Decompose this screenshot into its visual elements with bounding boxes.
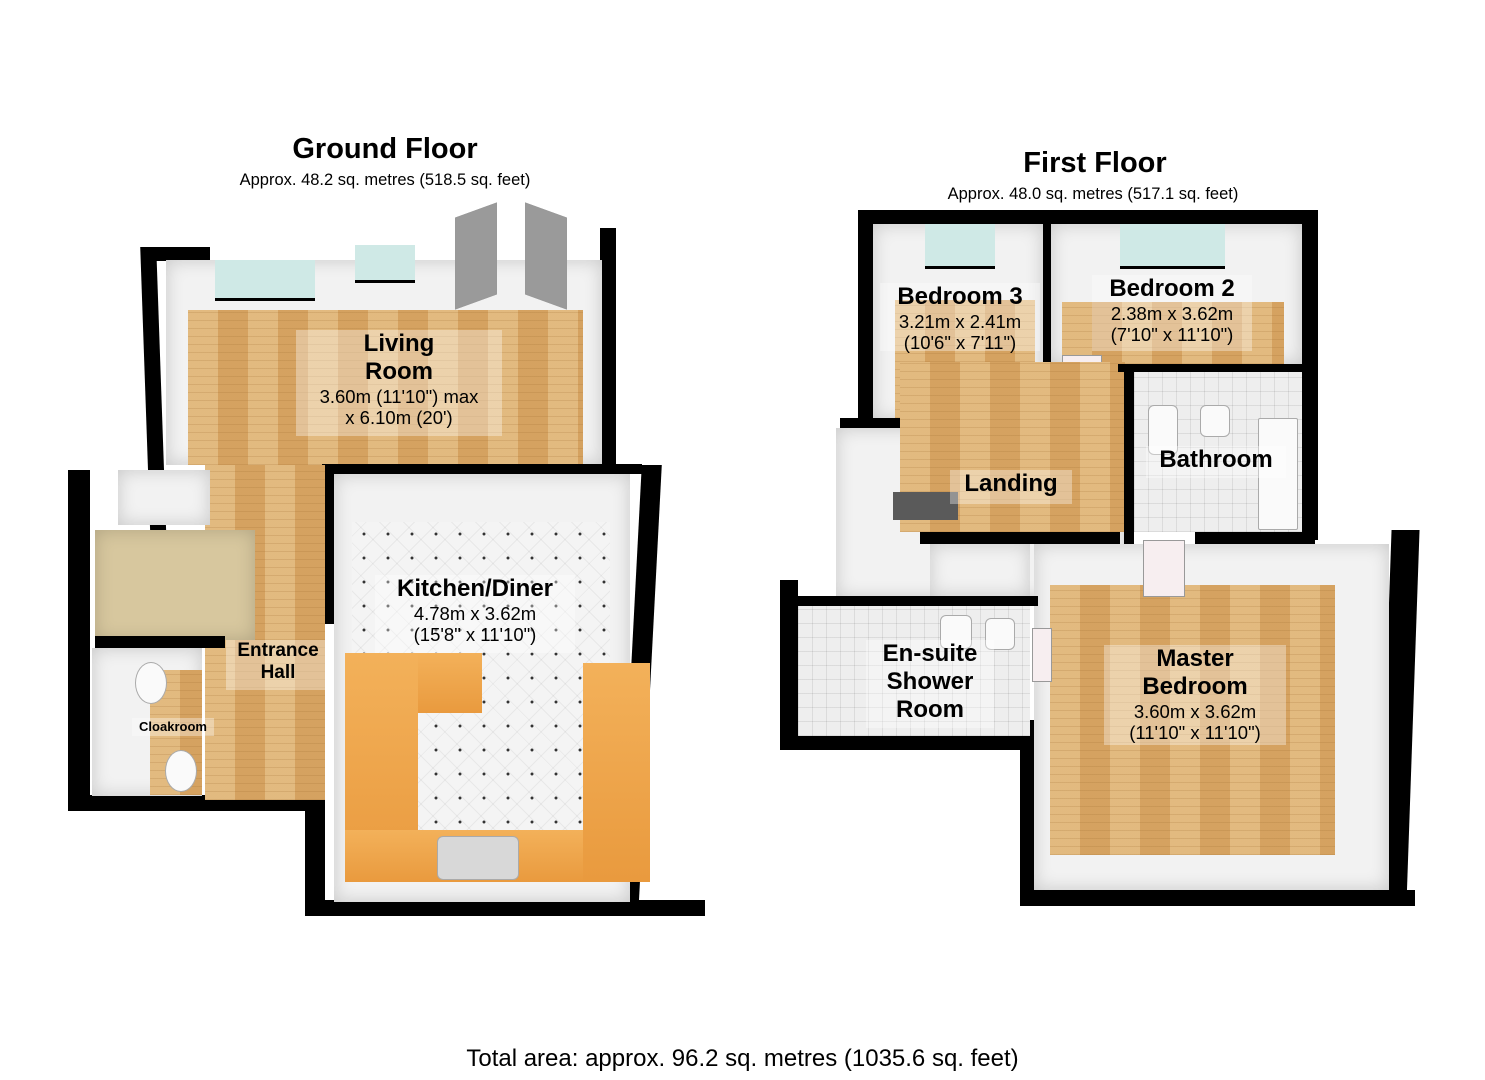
wall [920, 532, 1120, 544]
wall [150, 247, 210, 261]
bedroom-2-label: Bedroom 2 2.38m x 3.62m (7'10" x 11'10") [1092, 275, 1252, 351]
bedroom-3-dimensions: 3.21m x 2.41m [898, 311, 1022, 332]
basin-icon [985, 618, 1015, 650]
master-bedroom-name: Bedroom [1142, 673, 1248, 700]
landing-floor [900, 362, 1125, 532]
landing-label: Landing [950, 470, 1072, 504]
master-bedroom-floor [1050, 585, 1335, 855]
bedroom-3-label: Bedroom 3 3.21m x 2.41m (10'6" x 7'11") [880, 283, 1040, 353]
first-floor-plan: Bedroom 3 3.21m x 2.41m (10'6" x 7'11") … [780, 210, 1420, 906]
toilet-icon [165, 750, 197, 792]
wall [322, 464, 334, 624]
entrance-hall-name: Hall [260, 662, 296, 683]
bathroom-label: Bathroom [1146, 446, 1286, 478]
master-bedroom-label: Master Bedroom 3.60m x 3.62m (11'10" x 1… [1104, 645, 1286, 745]
ensuite-label: En-suite Shower Room [866, 640, 994, 728]
wall [798, 596, 1038, 606]
living-room-label: Living Room 3.60m (11'10") max x 6.10m (… [296, 330, 502, 436]
bathroom-name: Bathroom [1159, 446, 1273, 473]
wardrobe [930, 544, 1030, 596]
wall [1043, 224, 1051, 364]
ground-floor-plan: Living Room 3.60m (11'10") max x 6.10m (… [0, 0, 740, 1000]
master-bedroom-dimensions: 3.60m x 3.62m [1133, 701, 1257, 722]
stairwell [893, 492, 958, 520]
bedroom-2-dimensions: 2.38m x 3.62m [1110, 303, 1234, 324]
bedroom-2-floor [1062, 302, 1284, 364]
stairs [95, 530, 255, 640]
basin-icon [135, 662, 167, 704]
wall [858, 210, 1318, 224]
first-floor-area: Approx. 48.0 sq. metres (517.1 sq. feet) [947, 185, 1239, 203]
living-room-dimensions: x 6.10m (20') [345, 407, 453, 428]
kitchen-dimensions: 4.78m x 3.62m [413, 603, 537, 624]
bedroom-2-name: Bedroom 2 [1109, 275, 1235, 302]
ground-floor-area: Approx. 48.2 sq. metres (518.5 sq. feet) [239, 171, 531, 189]
kitchen-name: Kitchen/Diner [396, 575, 554, 602]
wall [1124, 364, 1134, 544]
bath-icon [1258, 418, 1298, 530]
bedroom-3-dimensions: (10'6" x 7'11") [903, 332, 1017, 353]
basin-icon [1200, 405, 1230, 437]
window [215, 260, 315, 301]
toilet-icon [940, 615, 972, 649]
master-bedroom-name: Master [1156, 645, 1234, 672]
wall [68, 470, 90, 810]
wall [1020, 890, 1415, 906]
ensuite-door [1032, 628, 1052, 682]
wall [1302, 210, 1318, 540]
sink-icon [437, 836, 519, 880]
window [925, 224, 995, 269]
kitchen-label: Kitchen/Diner 4.78m x 3.62m (15'8" x 11'… [375, 575, 575, 653]
cloakroom-label: Cloakroom [132, 718, 214, 736]
wall [780, 736, 1030, 750]
cloakroom-name: Cloakroom [139, 719, 207, 734]
entrance-hall-name: Entrance [237, 640, 319, 661]
wall [1020, 720, 1034, 905]
living-room-dimensions: 3.60m (11'10") max [319, 386, 479, 407]
ensuite-name: En-suite [882, 640, 978, 667]
ensuite-name: Shower [886, 668, 974, 695]
storage-cupboard [118, 470, 210, 525]
bedroom-2-dimensions: (7'10" x 11'10") [1110, 324, 1234, 345]
first-floor-title: First Floor [1023, 147, 1167, 179]
wall [305, 790, 325, 915]
wall [1118, 364, 1308, 372]
kitchen-dimensions: (15'8" x 11'10") [413, 624, 537, 645]
master-bedroom-dimensions: (11'10" x 11'10") [1129, 722, 1261, 743]
window [1120, 224, 1225, 269]
living-room-name: Living [363, 330, 435, 357]
living-room-floor [188, 310, 583, 465]
master-bedroom-door [1143, 540, 1185, 597]
entrance-hall-label: Entrance Hall [226, 640, 330, 690]
window [355, 245, 415, 283]
bedroom-3-name: Bedroom 3 [897, 283, 1023, 310]
ensuite-name: Room [896, 696, 964, 723]
toilet-icon [1148, 405, 1178, 455]
wall [600, 228, 616, 468]
total-area: Total area: approx. 96.2 sq. metres (103… [466, 1045, 1019, 1072]
landing-name: Landing [964, 470, 1058, 497]
wall [1195, 532, 1315, 544]
wall [95, 636, 225, 648]
wall [322, 464, 642, 474]
ground-floor-title: Ground Floor [292, 133, 478, 165]
kitchen-counter [583, 663, 650, 881]
wall [305, 900, 705, 916]
living-room-name: Room [365, 358, 433, 385]
wall [780, 580, 798, 750]
